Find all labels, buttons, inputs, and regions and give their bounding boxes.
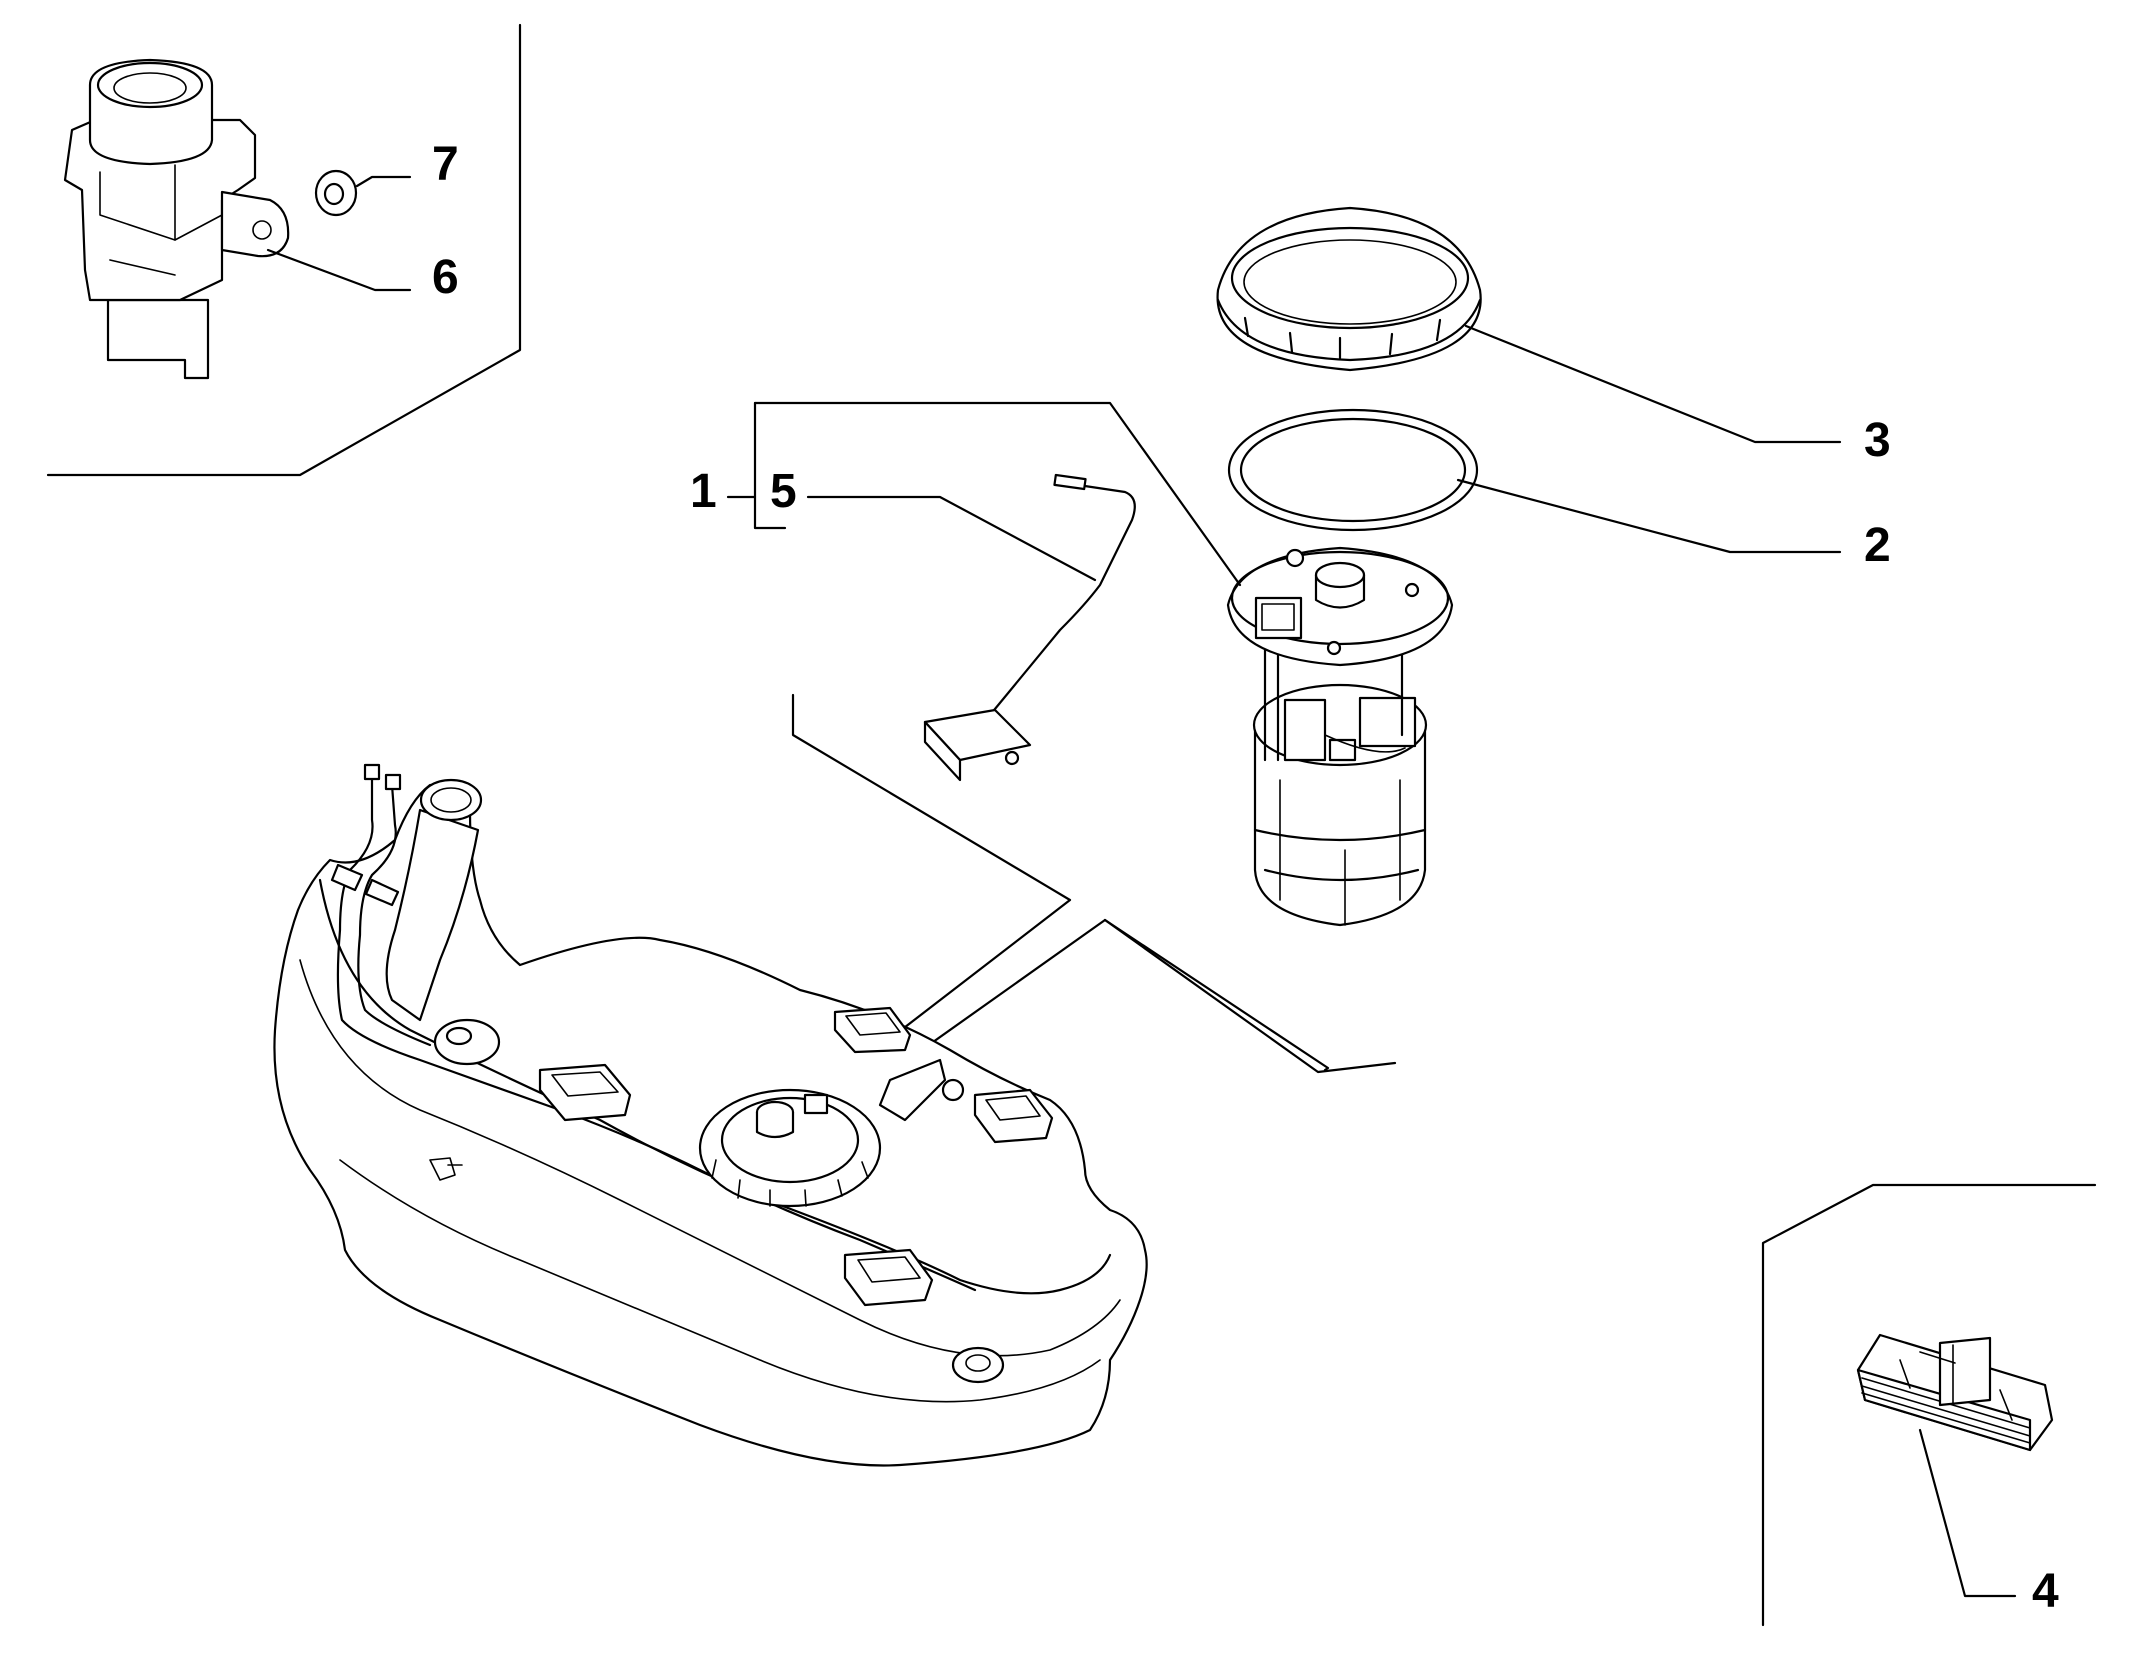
part-1-fuel-pump-module (1226, 546, 1454, 927)
leader-4 (1918, 1428, 2017, 1598)
part-2-seal (1227, 408, 1479, 532)
leader-7 (355, 175, 412, 188)
callout-7: 7 (432, 138, 459, 191)
part-4-pad (1856, 1333, 2054, 1452)
callout-6: 6 (432, 251, 459, 304)
inset-frame-top-left (46, 23, 522, 477)
part-7-nut (314, 169, 358, 217)
callout-4: 4 (2032, 1565, 2059, 1618)
part-3-locking-ring (1216, 206, 1482, 372)
leader-1-5 (726, 401, 1242, 587)
tank-pads (538, 1006, 1054, 1307)
part-6-filler-unit (63, 58, 290, 380)
leader-3 (1464, 324, 1842, 444)
leader-2 (1456, 478, 1842, 554)
inset-frame-bottom-right (1761, 1183, 2097, 1627)
callout-2: 2 (1864, 519, 1891, 572)
leader-6 (266, 248, 412, 292)
callout-3: 3 (1864, 414, 1891, 467)
part-5-level-sender (923, 473, 1136, 782)
fuel-tank (273, 763, 1148, 1467)
callout-1: 1 (690, 465, 717, 518)
callout-5: 5 (770, 465, 797, 518)
